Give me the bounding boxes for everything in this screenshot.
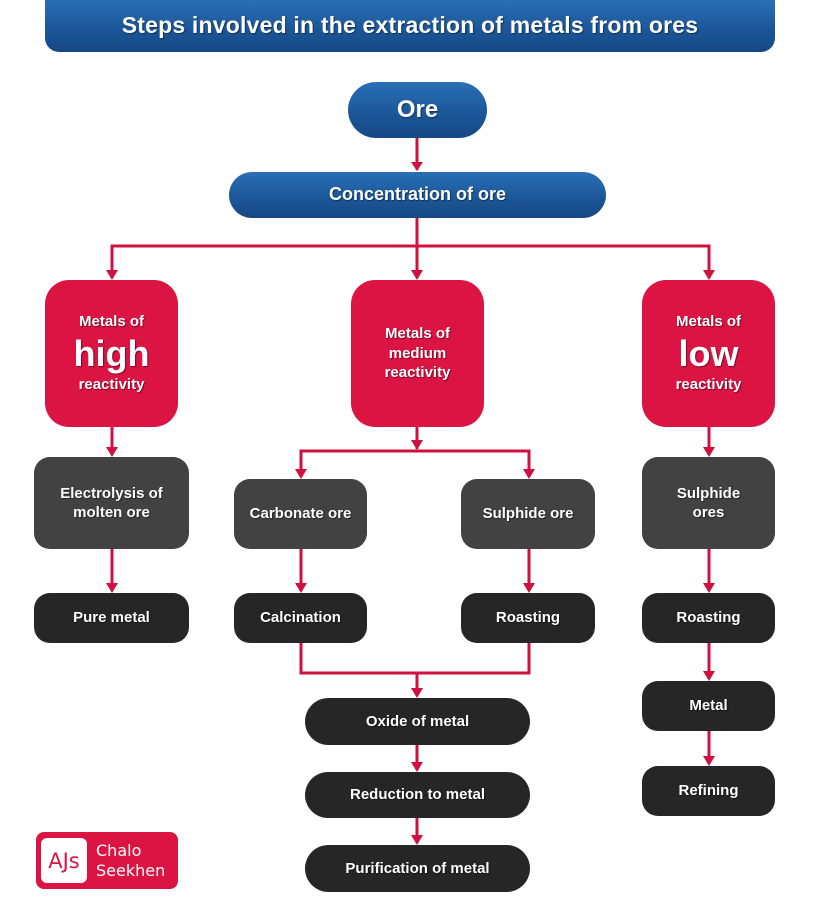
low-line3: reactivity (675, 376, 742, 394)
arrowhead (411, 440, 423, 450)
arrowhead (411, 162, 423, 171)
logo-mark: AJs (41, 838, 87, 883)
arrowhead (411, 762, 423, 772)
node-sulphide-ores-label: Sulphide ores (676, 484, 741, 522)
line-merge (299, 643, 531, 675)
node-sulphide-ore: Sulphide ore (461, 479, 595, 549)
arrowhead (523, 469, 535, 479)
diagram-title: Steps involved in the extraction of meta… (45, 0, 775, 52)
medium-line1: Metals of (384, 325, 450, 343)
arrowhead (703, 756, 715, 766)
node-ore: Ore (348, 82, 487, 138)
medium-line2: medium (388, 344, 447, 362)
node-roasting-medium: Roasting (461, 593, 595, 643)
low-keyword: low (678, 332, 739, 374)
medium-line3: reactivity (384, 364, 451, 382)
node-purification-of-metal: Purification of metal (305, 845, 530, 892)
arrowhead (106, 583, 118, 593)
line-split-top (110, 244, 711, 278)
node-medium-reactivity: Metals of medium reactivity (351, 280, 484, 427)
node-carbonate-ore-label: Carbonate ore (249, 505, 352, 523)
node-concentration: Concentration of ore (229, 172, 606, 218)
arrowhead (703, 671, 715, 681)
arrowhead (295, 469, 307, 479)
node-reduction-to-metal: Reduction to metal (305, 772, 530, 818)
node-roasting-low-label: Roasting (676, 609, 741, 627)
node-calcination-label: Calcination (260, 609, 341, 627)
high-line3: reactivity (78, 376, 145, 394)
line-medium-split (299, 449, 531, 477)
logo-text: Chalo Seekhen (96, 841, 165, 879)
arrowhead (703, 583, 715, 593)
arrowhead (411, 270, 423, 280)
high-line1: Metals of (78, 313, 144, 331)
node-low-reactivity: Metals of low reactivity (642, 280, 775, 427)
node-electrolysis: Electrolysis of molten ore (34, 457, 189, 549)
node-calcination: Calcination (234, 593, 367, 643)
high-keyword: high (73, 332, 150, 374)
low-line1: Metals of (675, 313, 741, 331)
node-refining-label: Refining (678, 782, 739, 800)
arrowhead (106, 447, 118, 457)
node-reduction-to-metal-label: Reduction to metal (349, 786, 485, 804)
node-electrolysis-label: Electrolysis of molten ore (60, 484, 163, 522)
node-sulphide-ore-label: Sulphide ore (482, 505, 574, 523)
node-roasting-medium-label: Roasting (495, 609, 561, 627)
node-concentration-label: Concentration of ore (328, 184, 506, 205)
node-roasting-low: Roasting (642, 593, 775, 643)
node-high-reactivity: Metals of high reactivity (45, 280, 178, 427)
arrowhead (411, 835, 423, 845)
arrowhead (411, 688, 423, 698)
arrowhead (703, 447, 715, 457)
node-metal-label: Metal (689, 697, 728, 715)
node-refining: Refining (642, 766, 775, 816)
node-oxide-of-metal: Oxide of metal (305, 698, 530, 745)
arrowhead (523, 583, 535, 593)
logo-line2: Seekhen (96, 860, 166, 880)
node-pure-metal-label: Pure metal (73, 609, 150, 627)
logo-line1: Chalo (96, 841, 142, 861)
node-purification-of-metal-label: Purification of metal (345, 859, 490, 877)
node-pure-metal: Pure metal (34, 593, 189, 643)
node-carbonate-ore: Carbonate ore (234, 479, 367, 549)
brand-logo: AJs Chalo Seekhen (36, 832, 178, 889)
arrowhead (106, 270, 118, 280)
arrowhead (295, 583, 307, 593)
node-ore-label: Ore (396, 96, 439, 124)
arrowhead (703, 270, 715, 280)
node-sulphide-ores: Sulphide ores (642, 457, 775, 549)
node-oxide-of-metal-label: Oxide of metal (365, 712, 470, 730)
node-metal: Metal (642, 681, 775, 731)
